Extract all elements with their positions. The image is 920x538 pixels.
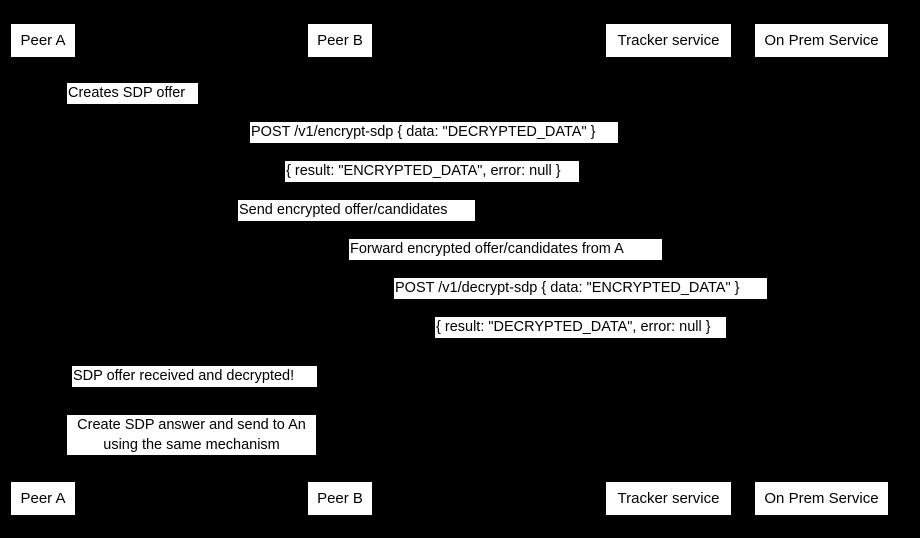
message-label-sdp-offer-received: SDP offer received and decrypted! <box>72 366 317 387</box>
message-label-encrypt-sdp-result: { result: "ENCRYPTED_DATA", error: null … <box>285 161 579 182</box>
lifeline-tracker <box>668 58 669 481</box>
lifeline-on-prem <box>821 58 822 481</box>
arrow-head-encrypt-sdp-result <box>43 145 52 155</box>
arrow-head-send-encrypted-offer <box>659 184 668 194</box>
message-label-creates-sdp-offer: Creates SDP offer <box>67 83 198 104</box>
arrow-post-decrypt-sdp <box>340 266 821 267</box>
lifeline-peer-b <box>340 58 341 481</box>
participant-peer-a-footer[interactable]: Peer A <box>10 481 76 516</box>
arrow-send-encrypted-offer <box>43 188 668 189</box>
arrow-forward-encrypted-offer <box>340 227 668 228</box>
message-label-forward-encrypted-offer: Forward encrypted offer/candidates from … <box>349 239 662 260</box>
message-label-create-sdp-answer-line-2: using the same mechanism <box>103 437 280 453</box>
message-label-decrypt-sdp-result: { result: "DECRYPTED_DATA", error: null … <box>435 317 726 338</box>
arrow-post-encrypt-sdp <box>43 110 821 111</box>
participant-tracker-header[interactable]: Tracker service <box>605 23 732 58</box>
participant-on-prem-header[interactable]: On Prem Service <box>754 23 889 58</box>
message-label-post-encrypt-sdp: POST /v1/encrypt-sdp { data: "DECRYPTED_… <box>250 122 618 143</box>
arrow-sdp-offer-received <box>340 377 370 378</box>
lifeline-peer-a <box>43 58 44 481</box>
arrow-creates-sdp-offer <box>43 94 73 95</box>
participant-peer-b-header[interactable]: Peer B <box>307 23 373 58</box>
arrow-head-decrypt-sdp-result <box>340 301 349 311</box>
participant-tracker-footer[interactable]: Tracker service <box>605 481 732 516</box>
arrow-head-post-encrypt-sdp <box>812 106 821 116</box>
message-label-create-sdp-answer-line-1: Create SDP answer and send to An <box>77 417 306 433</box>
message-label-post-decrypt-sdp: POST /v1/decrypt-sdp { data: "ENCRYPTED_… <box>394 278 767 299</box>
arrow-encrypt-sdp-result <box>43 149 821 150</box>
message-label-create-sdp-answer: Create SDP answer and send to An using t… <box>67 415 316 455</box>
arrow-create-sdp-answer <box>340 435 370 436</box>
arrow-head-forward-encrypted-offer <box>340 223 349 233</box>
arrow-head-post-decrypt-sdp <box>812 262 821 272</box>
message-label-send-encrypted-offer: Send encrypted offer/candidates <box>238 200 475 221</box>
participant-peer-a-header[interactable]: Peer A <box>10 23 76 58</box>
participant-peer-b-footer[interactable]: Peer B <box>307 481 373 516</box>
arrow-decrypt-sdp-result <box>340 305 821 306</box>
participant-on-prem-footer[interactable]: On Prem Service <box>754 481 889 516</box>
